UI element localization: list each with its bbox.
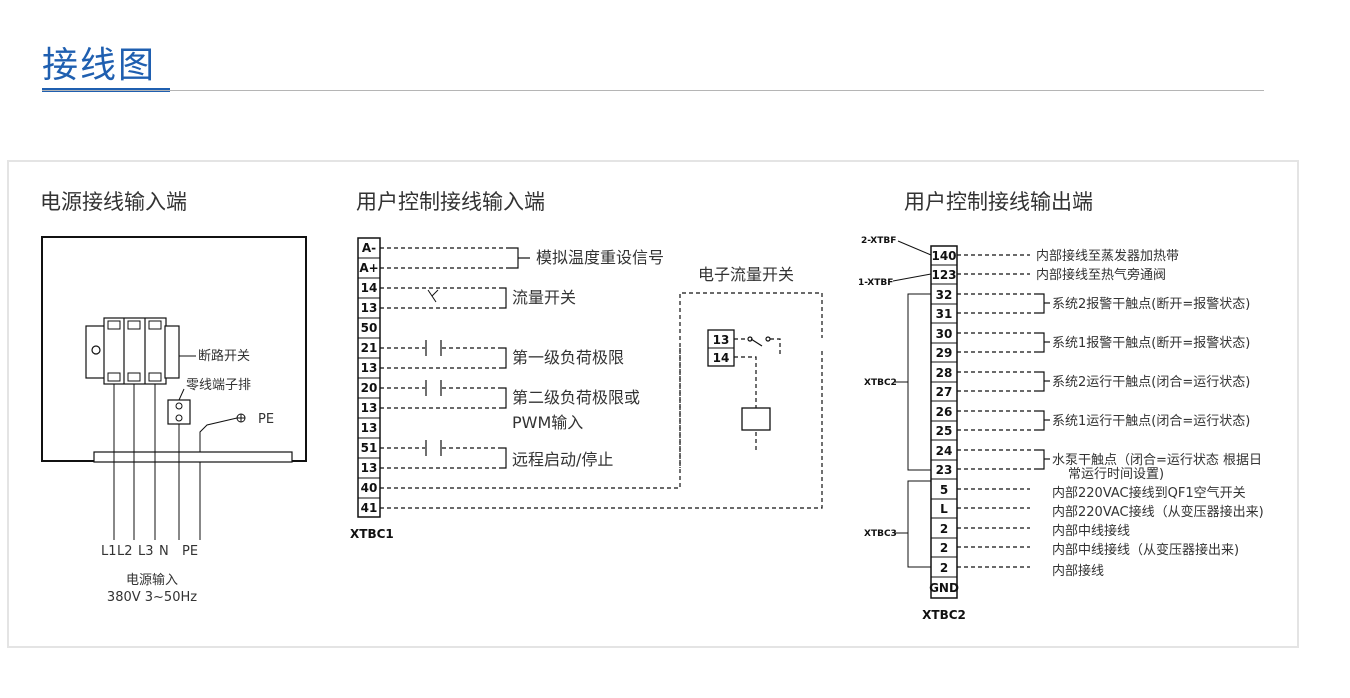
terminal-label: 2 (940, 522, 948, 536)
output-desc: 系统2运行干触点(闭合=运行状态) (1052, 375, 1250, 390)
electronic-flow-switch-title: 电子流量开关 (698, 265, 794, 284)
pe-label: PE (258, 412, 274, 427)
terminal-label: L2 (117, 544, 133, 559)
terminal-label: N (159, 544, 169, 559)
output-desc: 内部中线接线（从变压器接出来) (1052, 542, 1239, 558)
output-desc: 内部中线接线 (1052, 523, 1130, 539)
terminal-label: 5 (940, 483, 948, 497)
terminal-label: 13 (361, 401, 378, 415)
stage2-limit-label: 第二级负荷极限或 (512, 388, 640, 407)
output-desc: 系统1报警干触点(断开=报警状态) (1052, 335, 1250, 351)
group-label-2-xtbf: 2-XTBF (861, 236, 896, 246)
group-label-xtbc3: XTBC3 (864, 529, 897, 539)
terminal-label: L3 (138, 544, 154, 559)
terminal-label: 21 (361, 341, 378, 355)
flow-switch-terminals (707, 329, 735, 367)
terminal-label: 32 (936, 288, 953, 302)
terminal-label: 27 (936, 385, 953, 399)
stage1-limit-label: 第一级负荷极限 (512, 348, 624, 367)
terminal-label: 28 (936, 366, 953, 380)
neutral-bar-label: 零线端子排 (186, 378, 251, 393)
xtbc2-bracket (907, 293, 931, 471)
control-input-title: 用户控制接线输入端 (356, 190, 545, 214)
power-input-title: 电源输入 (126, 572, 178, 588)
terminal-label: 13 (361, 461, 378, 475)
entry-plate (93, 451, 293, 463)
terminal-label: 2 (940, 541, 948, 555)
terminal-label: 140 (931, 249, 956, 263)
flow-switch-label: 流量开关 (512, 288, 576, 307)
strip-name-xtbc1: XTBC1 (350, 527, 394, 541)
output-wiring (957, 254, 1038, 568)
terminal-label: 14 (713, 351, 730, 365)
group-label-1-xtbf: 1-XTBF (858, 278, 893, 288)
terminal-label: PE (182, 544, 198, 559)
output-desc: 内部接线 (1052, 563, 1104, 579)
terminal-label: A+ (359, 261, 378, 275)
output-desc: 内部接线至热气旁通阀 (1036, 267, 1166, 283)
output-brackets (1038, 293, 1050, 470)
terminal-label: 40 (361, 481, 378, 495)
terminal-label: A- (362, 241, 376, 255)
strip-name-xtbc2: XTBC2 (922, 608, 966, 622)
output-desc: 系统2报警干触点(断开=报警状态) (1052, 296, 1250, 312)
terminal-label: 13 (713, 333, 730, 347)
page-title: 接线图 (42, 45, 157, 86)
group-label-xtbc2: XTBC2 (864, 378, 897, 388)
output-desc: 内部220VAC接线到QF1空气开关 (1052, 485, 1246, 501)
output-desc: 内部220VAC接线（从变压器接出来) (1052, 504, 1264, 520)
terminal-label: 13 (361, 421, 378, 435)
breaker-label: 断路开关 (198, 348, 250, 364)
terminal-label: 23 (936, 463, 953, 477)
pwm-input-label: PWM输入 (512, 413, 583, 432)
terminal-label: 2 (940, 561, 948, 575)
terminal-label: 41 (361, 501, 378, 515)
contact-icon (425, 340, 442, 456)
terminal-label: L1 (101, 544, 117, 559)
terminal-label: 123 (931, 268, 956, 282)
terminal-strip-xtbc2 (930, 245, 958, 599)
terminal-label: L (940, 502, 948, 516)
terminal-label: 29 (936, 346, 953, 360)
analog-signal-label: 模拟温度重设信号 (536, 248, 664, 267)
terminal-label: 20 (361, 381, 378, 395)
output-desc: 水泵干触点（闭合=运行状态 根据日 (1052, 453, 1262, 468)
remote-start-label: 远程启动/停止 (512, 450, 613, 469)
terminal-label: GND (929, 581, 959, 595)
terminal-label: 25 (936, 424, 953, 438)
control-output-title: 用户控制接线输出端 (904, 190, 1093, 214)
output-desc: 内部接线至蒸发器加热带 (1036, 248, 1179, 264)
terminal-label: 13 (361, 361, 378, 375)
terminal-label: 13 (361, 301, 378, 315)
terminal-label: 31 (936, 307, 953, 321)
terminal-label: 26 (936, 405, 953, 419)
output-desc: 系统1运行干触点(闭合=运行状态) (1052, 414, 1250, 429)
input-wiring (380, 247, 823, 509)
bracket-lines (500, 247, 530, 469)
power-section-title: 电源接线输入端 (40, 190, 187, 214)
switch-contact-icon (747, 336, 771, 347)
flow-switch-icon (427, 289, 439, 303)
title-divider (42, 90, 1264, 91)
xtbc3-bracket (907, 480, 931, 568)
terminal-label: 51 (361, 441, 378, 455)
power-input-spec: 380V 3~50Hz (107, 590, 197, 605)
diagram-frame (7, 160, 1299, 648)
circuit-breaker-icon (85, 317, 180, 385)
output-desc: 常运行时间设置) (1068, 467, 1164, 482)
flow-sensor-box (741, 407, 771, 431)
terminal-label: 30 (936, 327, 953, 341)
terminal-strip-xtbc1 (357, 237, 381, 518)
terminal-label: 14 (361, 281, 378, 295)
terminal-label: 24 (936, 444, 953, 458)
terminal-label: 50 (361, 321, 378, 335)
